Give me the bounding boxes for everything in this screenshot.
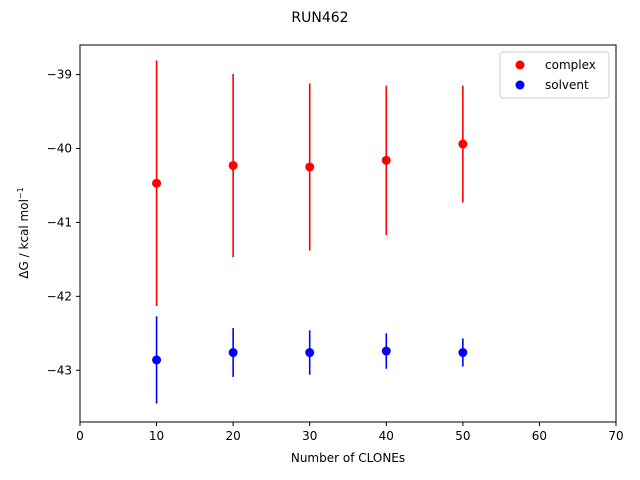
x-tick-label: 70 xyxy=(608,429,623,443)
chart-title: RUN462 xyxy=(291,10,348,26)
data-point-solvent xyxy=(458,348,468,358)
y-axis-ticks: −43 −42 −41 −40 −39 xyxy=(47,68,80,377)
data-point-complex xyxy=(228,160,238,170)
data-point-solvent xyxy=(305,348,315,358)
x-tick-label: 50 xyxy=(455,429,470,443)
x-axis-ticks: 0 10 20 30 40 50 60 70 xyxy=(76,422,624,443)
x-tick-label: 0 xyxy=(76,429,84,443)
y-tick-label: −40 xyxy=(47,141,72,155)
y-tick-label: −43 xyxy=(47,363,72,377)
series-solvent xyxy=(152,316,468,404)
legend-marker-solvent xyxy=(515,80,525,90)
legend-box xyxy=(499,51,610,99)
data-point-solvent xyxy=(228,348,238,358)
y-tick-label: −41 xyxy=(47,215,72,229)
x-tick-label: 20 xyxy=(226,429,241,443)
x-tick-label: 60 xyxy=(532,429,547,443)
y-axis-label-main: ΔG / kcal mol xyxy=(17,199,31,279)
y-axis-label: ΔG / kcal mol−1 xyxy=(16,187,31,278)
legend-label-complex: complex xyxy=(545,58,596,72)
data-point-complex xyxy=(458,139,468,149)
legend-marker-complex xyxy=(515,60,525,70)
x-tick-label: 30 xyxy=(302,429,317,443)
data-point-complex xyxy=(152,178,162,188)
data-point-solvent xyxy=(381,346,391,356)
x-tick-label: 10 xyxy=(149,429,164,443)
series-complex xyxy=(152,60,468,306)
y-tick-label: −39 xyxy=(47,68,72,82)
legend-label-solvent: solvent xyxy=(545,78,589,92)
data-point-solvent xyxy=(152,355,162,365)
y-tick-label: −42 xyxy=(47,289,72,303)
data-point-complex xyxy=(381,155,391,165)
x-tick-label: 40 xyxy=(379,429,394,443)
series-layer xyxy=(152,60,468,404)
legend: complex solvent xyxy=(499,51,610,99)
y-axis-label-superscript: −1 xyxy=(16,187,25,199)
data-point-complex xyxy=(305,162,315,172)
x-axis-label: Number of CLONEs xyxy=(291,451,405,465)
axes-frame xyxy=(79,44,617,423)
